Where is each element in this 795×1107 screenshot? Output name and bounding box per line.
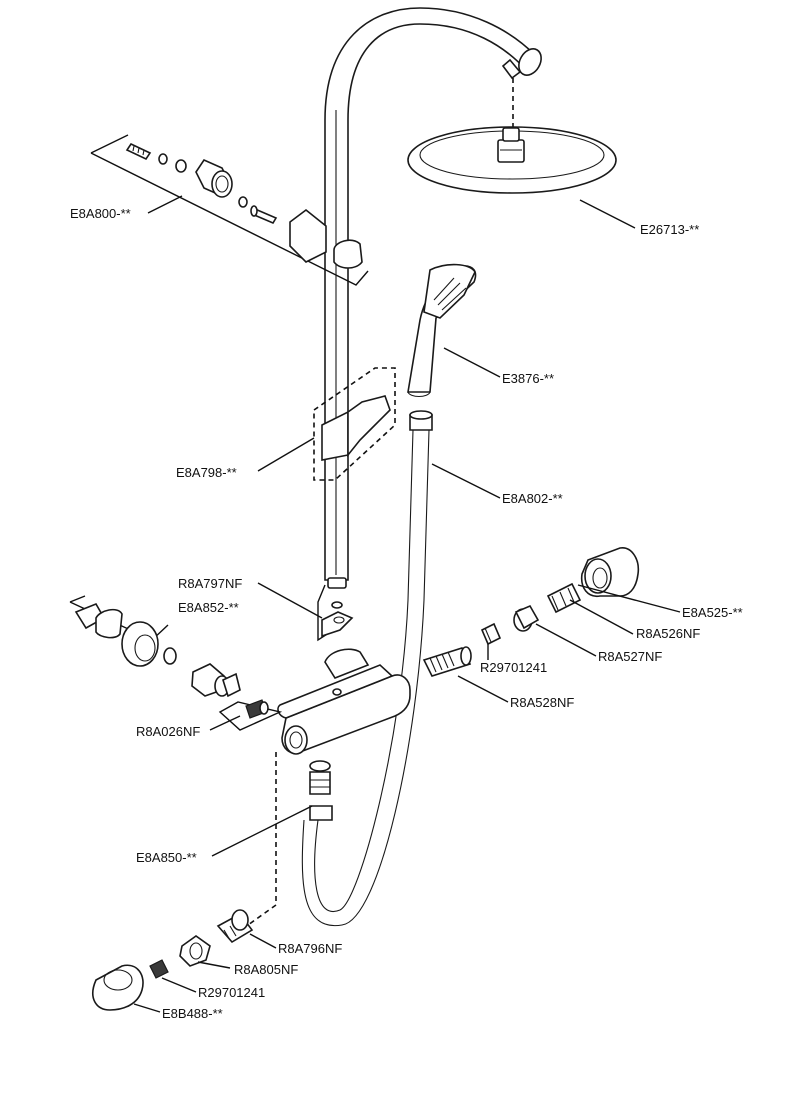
- part-labels: E8A800-** E26713-** E3876-** E8A798-** E…: [70, 206, 743, 1021]
- label-e8a850: E8A850-**: [136, 850, 197, 865]
- label-r29701241-upper: R29701241: [480, 660, 547, 675]
- mixer-connection-dash: [247, 752, 277, 926]
- leader-lines: [133, 195, 681, 1013]
- mixer-body: [277, 648, 411, 755]
- label-e8a852: E8A852-**: [178, 600, 239, 615]
- outlet-connector: [309, 760, 331, 795]
- slider-bracket: [313, 367, 396, 481]
- cartridge-sleeve: [513, 604, 540, 632]
- wall-connector-kit: [69, 595, 177, 667]
- label-r8a796nf: R8A796NF: [278, 941, 342, 956]
- label-e26713: E26713-**: [640, 222, 699, 237]
- spindle-adapter: [546, 582, 582, 614]
- label-e3876: E3876-**: [502, 371, 554, 386]
- label-r8a526nf: R8A526NF: [636, 626, 700, 641]
- label-r29701241-lower: R29701241: [198, 985, 265, 1000]
- overhead-shower-head: [407, 126, 617, 194]
- arm-outlet: [501, 48, 542, 80]
- label-r8a805nf: R8A805NF: [234, 962, 298, 977]
- label-r8a527nf: R8A527NF: [598, 649, 662, 664]
- label-r8a797nf: R8A797NF: [178, 576, 242, 591]
- label-e8a802: E8A802-**: [502, 491, 563, 506]
- hand-shower: [407, 263, 477, 398]
- flow-nut: [179, 935, 211, 967]
- label-r8a026nf: R8A026NF: [136, 724, 200, 739]
- shower-hose: [301, 410, 433, 927]
- label-e8b488: E8B488-**: [162, 1006, 223, 1021]
- label-r8a528nf: R8A528NF: [510, 695, 574, 710]
- label-e8a525: E8A525-**: [682, 605, 743, 620]
- riser-bottom-connector: [317, 577, 354, 642]
- label-e8a798: E8A798-**: [176, 465, 237, 480]
- flow-handle: [92, 964, 144, 1011]
- cartridge-nut: [480, 622, 502, 646]
- flow-cartridge: [216, 909, 254, 944]
- label-e8a800: E8A800-**: [70, 206, 131, 221]
- flow-spindle: [149, 959, 169, 979]
- temperature-handle: [580, 547, 640, 598]
- wall-bracket-kit: [90, 134, 369, 286]
- check-valve-set: [191, 663, 283, 731]
- thermostatic-cartridge: [422, 646, 472, 677]
